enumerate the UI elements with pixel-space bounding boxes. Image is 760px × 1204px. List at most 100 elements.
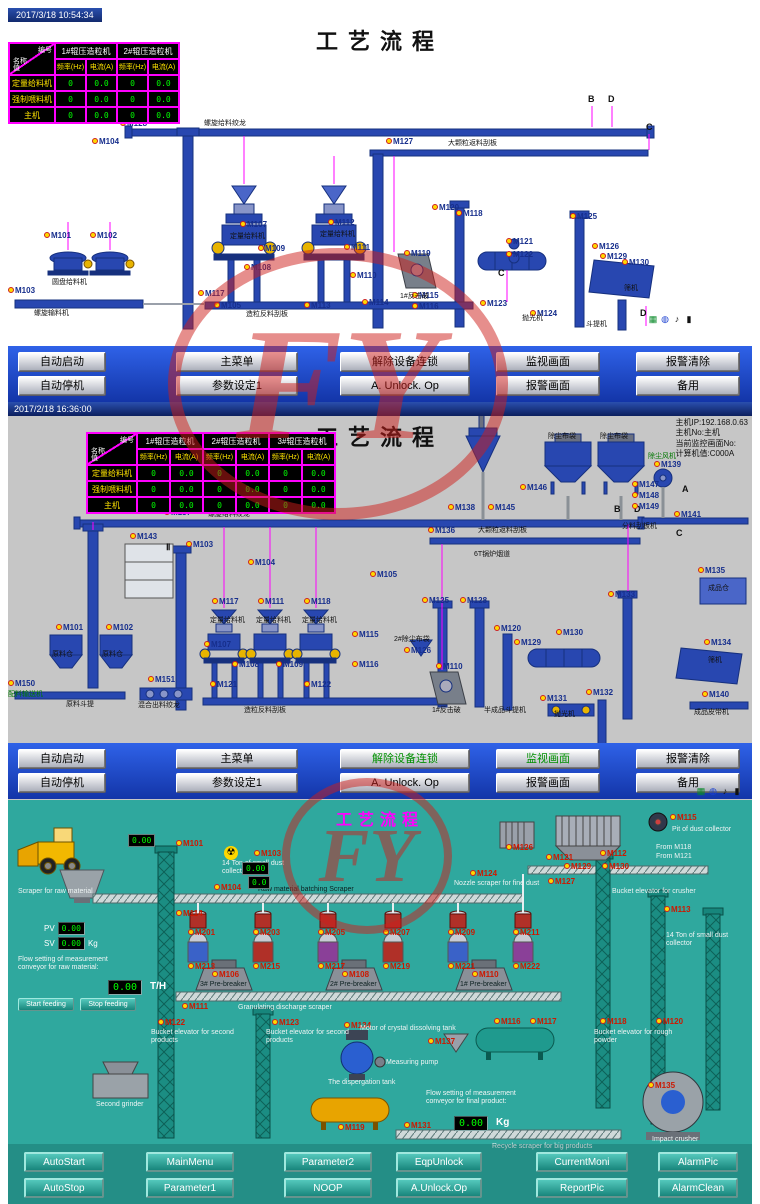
- machine-label: M124: [530, 310, 557, 318]
- hmi-button[interactable]: AlarmPic: [658, 1152, 738, 1172]
- hmi-button[interactable]: MainMenu: [146, 1152, 234, 1172]
- weigher-metrics: PV 0.00 SV 0.00 Kg: [44, 922, 98, 952]
- machine-label: M135: [698, 567, 725, 575]
- hmi-button[interactable]: A. Unlock. Op: [340, 376, 470, 396]
- toolbar-icon[interactable]: ♪: [674, 314, 680, 324]
- flow-setting-raw: Flow setting of measurement conveyor for…: [18, 956, 168, 1011]
- hmi-button[interactable]: 自动启动: [18, 749, 106, 769]
- hmi-button[interactable]: 主菜单: [176, 352, 298, 372]
- hmi-button[interactable]: NOOP: [284, 1178, 372, 1198]
- equipment-caption: 斗提机: [586, 321, 607, 328]
- row-label: 定量给料机: [87, 465, 137, 481]
- equipment-caption: Measuring pump: [386, 1059, 439, 1066]
- start-feeding-button[interactable]: Start feeding: [18, 998, 74, 1011]
- equipment-caption: 原料斗提: [66, 701, 94, 708]
- cell-value: 0: [137, 481, 170, 497]
- flow-setting-raw-label: Flow setting of measurement conveyor for…: [18, 956, 108, 972]
- hmi-button[interactable]: EqpUnlock: [396, 1152, 482, 1172]
- machine-label: M123: [480, 300, 507, 308]
- info-line: 计算机值:C000A: [675, 449, 735, 459]
- hmi-button[interactable]: ReportPic: [536, 1178, 628, 1198]
- machine-label: M130: [556, 629, 583, 637]
- hmi-button[interactable]: A. Unlock. Op: [340, 773, 470, 793]
- corner-name: 名称: [13, 58, 27, 65]
- machine-label: M108: [232, 661, 259, 669]
- hmi-button[interactable]: 参数设定1: [176, 376, 298, 396]
- machine-label: M106: [212, 971, 239, 979]
- flow-setting-raw-unit: T/H: [150, 981, 167, 992]
- hmi-button[interactable]: CurrentMoni: [536, 1152, 628, 1172]
- machine-label: M121: [546, 854, 573, 862]
- hmi-button[interactable]: Parameter1: [146, 1178, 234, 1198]
- equipment-caption: Bucket elevator for rough powder: [594, 1029, 673, 1045]
- equipment-caption: 筛机: [624, 285, 638, 292]
- hmi-button[interactable]: 备用: [636, 376, 740, 396]
- machine-label: M108: [244, 264, 271, 272]
- machine-label: M116: [412, 303, 439, 311]
- machine-label: M127: [386, 138, 413, 146]
- hmi-button[interactable]: 参数设定1: [176, 773, 298, 793]
- p1-parameter-table: 编号 名称 值 1#辊压造粒机 2#辊压造粒机 频率(Hz) 电流(A) 频率(…: [8, 42, 180, 124]
- machine-label: M119: [338, 1124, 365, 1132]
- cell-value: 0.0: [170, 481, 203, 497]
- machine-label: M113: [304, 302, 331, 310]
- cell-value: 0: [117, 91, 148, 107]
- hmi-button[interactable]: 主菜单: [176, 749, 298, 769]
- hmi-button[interactable]: 自动停机: [18, 376, 106, 396]
- machine-label: M119: [404, 250, 431, 258]
- toolbar-icon[interactable]: ▦: [648, 314, 658, 324]
- equipment-caption: Bucket elevator for second products: [151, 1029, 234, 1045]
- cell-value: 0.0: [302, 481, 335, 497]
- machine-label: M148: [632, 492, 659, 500]
- machine-label: M116: [352, 661, 379, 669]
- corner-name: 名称: [91, 448, 105, 455]
- toolbar-icon[interactable]: ▮: [686, 314, 692, 324]
- hmi-button[interactable]: 报警清除: [636, 749, 740, 769]
- hmi-button[interactable]: 自动停机: [18, 773, 106, 793]
- hmi-button[interactable]: AlarmClean: [658, 1178, 738, 1198]
- equipment-caption: 14 Ton of small dust collector: [222, 860, 285, 876]
- equipment-caption: Second grinder: [96, 1101, 144, 1108]
- column-group: 1#辊压造粒机: [137, 433, 203, 449]
- hmi-button[interactable]: 备用: [636, 773, 740, 793]
- equipment-caption: 大颗粒返料刮板: [478, 527, 527, 534]
- panel-hmi-screen-3: 工艺流程: [8, 800, 752, 1204]
- hmi-button[interactable]: 报警画面: [496, 376, 600, 396]
- hmi-button[interactable]: 报警清除: [636, 352, 740, 372]
- hmi-button[interactable]: A.Unlock.Op: [396, 1178, 482, 1198]
- stop-feeding-button[interactable]: Stop feeding: [80, 998, 136, 1011]
- hmi-button[interactable]: 解除设备连锁: [340, 352, 470, 372]
- toolbar-icon[interactable]: ▦: [696, 786, 706, 796]
- p1-toolbar-icons: ▦◍ ♪ ▮: [648, 314, 694, 324]
- hmi-button[interactable]: 报警画面: [496, 773, 600, 793]
- machine-label: M134: [344, 1022, 371, 1030]
- hmi-button[interactable]: 自动启动: [18, 352, 106, 372]
- cell-value: 0: [117, 107, 148, 123]
- toolbar-icon[interactable]: ◍: [661, 314, 669, 324]
- toolbar-icon[interactable]: ◍: [709, 786, 717, 796]
- hmi-button[interactable]: 解除设备连锁: [340, 749, 470, 769]
- info-line: 主机IP:192.168.0.63: [675, 418, 749, 427]
- hmi-button[interactable]: AutoStart: [24, 1152, 104, 1172]
- info-line: 当前监控画面No:: [675, 438, 736, 448]
- machine-label: M131: [404, 1122, 431, 1130]
- column-group: 2#辊压造粒机: [203, 433, 269, 449]
- hmi-button[interactable]: 监视画面: [496, 749, 600, 769]
- machine-label: M211: [513, 929, 540, 937]
- equipment-caption: From M118: [656, 844, 692, 851]
- toolbar-icon[interactable]: ♪: [722, 786, 728, 796]
- toolbar-icon[interactable]: ▮: [734, 786, 740, 796]
- machine-label: M135: [648, 1082, 675, 1090]
- equipment-caption: 定量给料机: [210, 617, 245, 624]
- hmi-button[interactable]: Parameter2: [284, 1152, 372, 1172]
- hmi-button[interactable]: 监视画面: [496, 352, 600, 372]
- hmi-button[interactable]: AutoStop: [24, 1178, 104, 1198]
- machine-label: M117: [198, 290, 225, 298]
- machine-label: M116: [494, 1018, 521, 1026]
- cell-value: 0: [269, 481, 302, 497]
- machine-label: M114: [362, 299, 389, 307]
- value-chip: 0.00: [128, 834, 156, 847]
- machine-label: M124: [470, 870, 497, 878]
- machine-label: M104: [248, 559, 275, 567]
- machine-label: M138: [448, 504, 475, 512]
